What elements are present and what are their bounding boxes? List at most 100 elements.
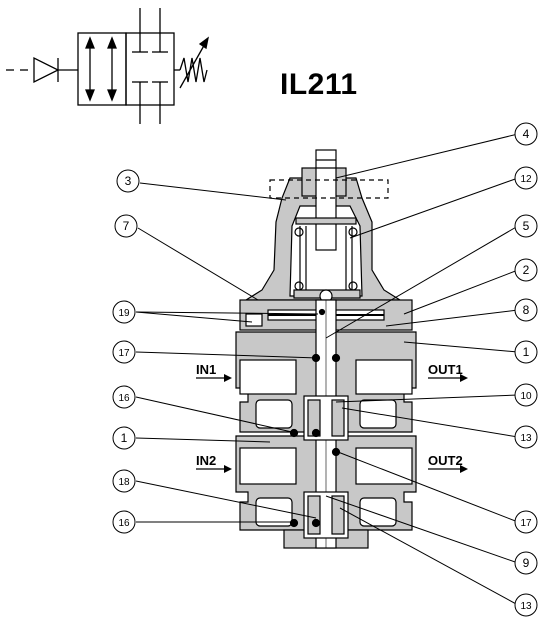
- leader-8: [385, 309, 519, 327]
- arrow-head-1b: [85, 89, 95, 102]
- leader-19b: [135, 311, 319, 315]
- adjust-arrow-head: [198, 36, 209, 50]
- leader-lines: [135, 133, 519, 606]
- callout-8: 8: [514, 298, 538, 322]
- out1-port-bore: [355, 359, 413, 395]
- lower-left-window: [255, 497, 293, 527]
- callout-3: 3: [116, 169, 140, 193]
- callout-16-lower: 16: [112, 510, 136, 534]
- upper-left-window: [255, 399, 293, 429]
- svg-text:17: 17: [520, 518, 532, 529]
- pilot-triangle: [33, 56, 60, 84]
- leader-18: [135, 480, 317, 519]
- pneumatic-symbol: [6, 8, 209, 124]
- port-labels: IN1 OUT1 IN2 OUT2: [196, 362, 468, 473]
- spring-seat-top: [295, 217, 357, 225]
- svg-text:17: 17: [118, 348, 130, 359]
- lower-poppet-left: [307, 495, 321, 535]
- callout-16-upper: 16: [112, 385, 136, 409]
- valve-body: [235, 149, 417, 549]
- callout-4: 4: [514, 122, 538, 146]
- svg-text:1: 1: [121, 431, 128, 445]
- leader-12: [349, 177, 519, 239]
- leader-3: [139, 182, 287, 201]
- callout-17-upper: 17: [112, 340, 136, 364]
- bleed-port: [245, 313, 263, 327]
- leader-9: [325, 495, 519, 564]
- callout-10: 10: [514, 383, 538, 407]
- svg-text:16: 16: [118, 393, 130, 404]
- svg-text:13: 13: [520, 601, 532, 612]
- arrow-head-2b: [107, 89, 117, 102]
- leader-17b: [337, 451, 519, 523]
- out1-label: OUT1: [428, 362, 463, 377]
- svg-text:12: 12: [520, 174, 532, 185]
- svg-text:1: 1: [523, 345, 530, 359]
- lock-knob-outline: [269, 179, 389, 199]
- out2-arrow-head: [460, 465, 468, 473]
- svg-text:3: 3: [125, 174, 132, 188]
- adjust-arrow-line: [179, 41, 207, 89]
- leader-16a: [135, 396, 293, 433]
- arrow-head-1a: [85, 36, 95, 49]
- callouts: 4 3 12 7 5 2 19 8 1 17 10 16 13 1 18 17 …: [112, 122, 538, 617]
- callout-1-lower: 1: [112, 426, 136, 450]
- leader-1b: [135, 437, 271, 443]
- leader-13a: [341, 407, 519, 438]
- leader-5: [325, 225, 519, 339]
- arrow-head-2a: [107, 36, 117, 49]
- callout-17-lower: 17: [514, 510, 538, 534]
- in2-port-bore: [239, 447, 297, 485]
- svg-text:7: 7: [123, 219, 130, 233]
- in2-arrow-head: [224, 465, 232, 473]
- lower-poppet-right: [331, 495, 345, 535]
- svg-text:5: 5: [523, 219, 530, 233]
- callout-13-lower: 13: [514, 593, 538, 617]
- leader-1a: [403, 341, 519, 353]
- leader-4: [335, 133, 519, 179]
- out2-port-bore: [355, 447, 413, 485]
- svg-text:9: 9: [523, 556, 530, 570]
- leader-17a: [135, 351, 319, 359]
- callout-19: 19: [112, 300, 136, 324]
- lower-right-window: [359, 497, 397, 527]
- svg-text:4: 4: [523, 127, 530, 141]
- svg-text:2: 2: [523, 263, 530, 277]
- callout-1-upper: 1: [514, 340, 538, 364]
- upper-poppet-right: [331, 399, 345, 437]
- valve-box-left: [77, 32, 127, 106]
- callout-7: 7: [114, 214, 138, 238]
- callout-12: 12: [514, 166, 538, 190]
- svg-text:16: 16: [118, 518, 130, 529]
- in1-arrow-head: [224, 374, 232, 382]
- callout-5: 5: [514, 214, 538, 238]
- callout-2: 2: [514, 258, 538, 282]
- spring-zigzag: [179, 57, 208, 83]
- in1-label: IN1: [196, 362, 216, 377]
- in1-port-bore: [239, 359, 297, 395]
- leader-13b: [339, 507, 519, 606]
- leader-2: [403, 269, 519, 315]
- bonnet-cavity: [289, 205, 363, 297]
- callout-9: 9: [514, 551, 538, 575]
- out2-label: OUT2: [428, 453, 463, 468]
- spring-coils: [294, 226, 358, 291]
- valve-box-right: [125, 32, 175, 106]
- out1-arrow-head: [460, 374, 468, 382]
- svg-text:19: 19: [118, 308, 130, 319]
- leader-10: [335, 394, 519, 403]
- leader-19a: [135, 311, 253, 323]
- model-title: IL211: [280, 68, 358, 101]
- svg-text:8: 8: [523, 303, 530, 317]
- callout-13-upper: 13: [514, 425, 538, 449]
- svg-text:10: 10: [520, 391, 532, 402]
- leader-7: [137, 227, 259, 301]
- o-rings: [289, 308, 341, 528]
- adjusting-screw: [315, 149, 337, 251]
- svg-text:18: 18: [118, 477, 130, 488]
- callout-18: 18: [112, 469, 136, 493]
- svg-text:13: 13: [520, 433, 532, 444]
- in2-label: IN2: [196, 453, 216, 468]
